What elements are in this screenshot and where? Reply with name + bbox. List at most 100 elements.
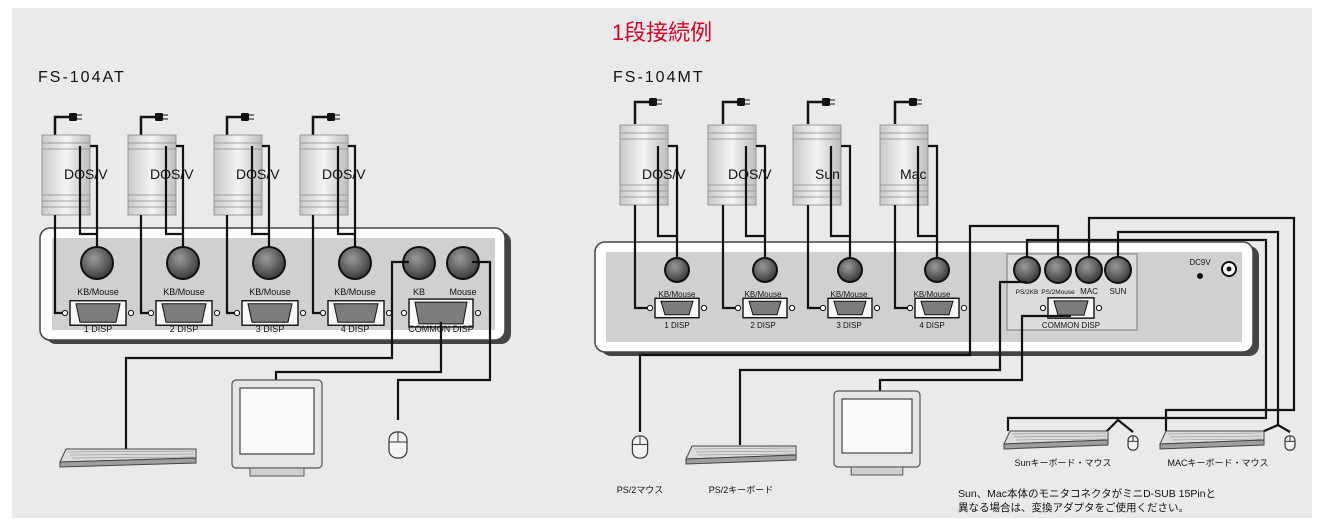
cable — [78, 146, 99, 252]
kb-mouse-port — [752, 257, 778, 283]
right-computer-label-4: Mac — [900, 166, 926, 182]
computer-case — [127, 134, 177, 216]
dsub-screw — [61, 309, 69, 317]
dsub-face — [1053, 300, 1089, 316]
port-face — [1015, 258, 1039, 282]
port-face — [404, 248, 434, 278]
mouse-port — [446, 246, 480, 280]
cable — [806, 205, 823, 310]
disp-port — [233, 300, 307, 326]
port-face — [666, 259, 688, 281]
sun-kb-cable — [1006, 238, 1268, 431]
computer-case — [299, 134, 349, 216]
ps2-keyboard — [685, 445, 797, 465]
port-face — [448, 248, 478, 278]
left-port-label-2: KB/Mouse — [163, 287, 205, 297]
left-disp-label-3: 3 DISP — [256, 324, 285, 334]
power-cord — [806, 100, 822, 124]
left-mouse — [388, 431, 408, 459]
kb-mouse-port — [166, 246, 200, 280]
computer-case — [213, 134, 263, 216]
mac-keyboard — [1159, 430, 1265, 450]
keyboard-cable — [124, 260, 409, 449]
keyboard-front — [1159, 439, 1265, 450]
power-plug — [806, 98, 835, 124]
cable — [668, 144, 679, 262]
ps2-keyboard-cable — [738, 280, 1027, 445]
disp-port — [319, 300, 393, 326]
dsub-screw — [385, 309, 393, 317]
port-face — [254, 248, 284, 278]
keyboard-row — [695, 450, 795, 453]
port-face — [839, 259, 861, 281]
ps2-keyboard-caption: PS/2キーボード — [709, 485, 774, 495]
computer-case — [879, 124, 929, 206]
cable — [250, 146, 271, 252]
port-face — [1106, 258, 1130, 282]
power-plug — [893, 98, 922, 124]
mac-mouse-cord — [1261, 423, 1291, 434]
keyboard-row — [1171, 438, 1263, 441]
cable — [262, 144, 271, 234]
keyboard-front — [1003, 439, 1109, 450]
dsub-screw — [700, 304, 708, 312]
dsub-screw — [819, 304, 827, 312]
port-face — [926, 259, 948, 281]
right-port-label-1: KB/Mouse — [659, 290, 696, 299]
computer-case — [619, 124, 669, 206]
ps2mouse-port-label: PS/2Mouse — [1041, 289, 1075, 296]
monitor-screen — [841, 398, 913, 454]
right-monitor — [833, 390, 921, 476]
dsub-screw — [873, 304, 881, 312]
cable — [348, 144, 357, 234]
disp-port — [734, 297, 796, 319]
dsub-screw — [788, 304, 796, 312]
dsub-screw — [400, 309, 408, 317]
computer-case — [299, 134, 349, 216]
dsub-face — [414, 301, 468, 325]
plug-head — [737, 98, 745, 106]
dsub-screw — [646, 304, 654, 312]
note-line-1: Sun、Mac本体のモニタコネクタがミニD-SUB 15Pinと — [958, 487, 1216, 500]
kb-port — [402, 246, 436, 280]
right-disp-label-3: 3 DISP — [836, 321, 861, 330]
left-disp-label-4: 4 DISP — [341, 324, 370, 334]
right-model-label: FS-104MT — [613, 69, 705, 86]
port-face — [82, 248, 112, 278]
left-mouse-port-label: Mouse — [449, 287, 476, 297]
dsub-screw — [127, 309, 135, 317]
monitor-stand — [850, 466, 904, 476]
dsub-screw — [213, 309, 221, 317]
dsub-screw — [1039, 304, 1047, 312]
computer-case — [41, 134, 91, 216]
power-cord — [721, 100, 737, 124]
computer-case — [879, 124, 929, 206]
dsub-face — [75, 303, 121, 323]
monitor-cable — [878, 314, 1071, 391]
computer-case — [707, 124, 757, 206]
keyboard-row — [697, 453, 795, 456]
monitor-cable — [274, 322, 443, 380]
polarity-symbol — [1197, 273, 1203, 279]
dsub-screw — [906, 304, 914, 312]
power-plug — [633, 98, 662, 124]
mac-kb-cable — [1087, 216, 1296, 431]
cable — [656, 146, 677, 238]
ps2-mouse-caption: PS/2マウス — [617, 485, 664, 495]
plug-head — [241, 113, 249, 121]
keyboard-row — [1015, 438, 1107, 441]
cable — [893, 205, 910, 310]
dsub-face — [333, 303, 379, 323]
dsub-screw — [233, 309, 241, 317]
plug-head — [909, 98, 917, 106]
mac-port — [1075, 256, 1103, 284]
kb-mouse-port — [664, 257, 690, 283]
common-disp-port — [400, 298, 482, 328]
right-common-disp-label: COMMON DISP — [1042, 321, 1100, 330]
left-disp-label-1: 1 DISP — [84, 324, 113, 334]
plug-head — [649, 98, 657, 106]
keyboard-row — [693, 447, 795, 450]
left-port-label-1: KB/Mouse — [77, 287, 119, 297]
cable — [829, 146, 850, 238]
ps2-mouse-cable — [638, 224, 1060, 432]
